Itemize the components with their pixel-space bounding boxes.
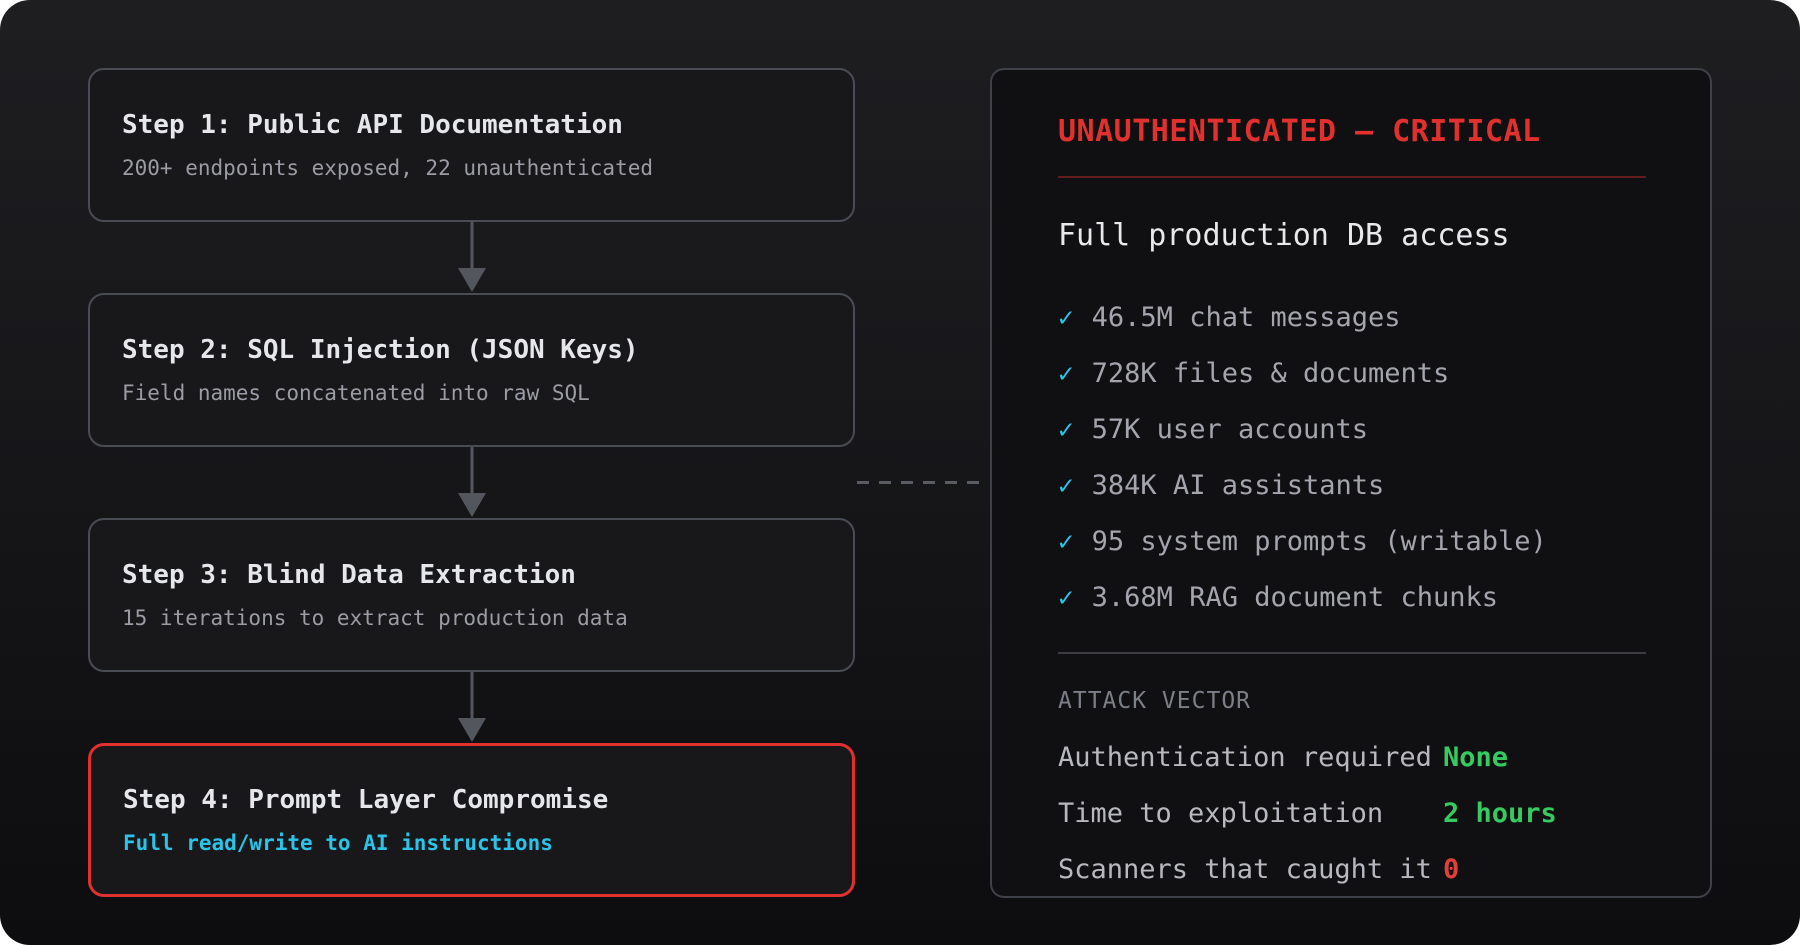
check-icon: ✓ xyxy=(1058,583,1074,613)
list-item: ✓ 46.5M chat messages xyxy=(1058,302,1646,333)
list-item-label: 3.68M RAG document chunks xyxy=(1091,582,1499,613)
step-title: Step 3: Blind Data Extraction xyxy=(122,560,576,590)
attack-vector-label: ATTACK VECTOR xyxy=(1058,688,1252,714)
stat-row: Scanners that caught it 0 xyxy=(1058,856,1646,884)
step-box-1: Step 1: Public API Documentation 200+ en… xyxy=(88,68,855,222)
dashed-connector-line xyxy=(857,481,989,484)
impact-heading: Full production DB access xyxy=(1058,218,1510,253)
step-title: Step 2: SQL Injection (JSON Keys) xyxy=(122,335,639,365)
check-icon: ✓ xyxy=(1058,527,1074,557)
attack-chain-flow: Step 1: Public API Documentation 200+ en… xyxy=(88,68,855,897)
check-icon: ✓ xyxy=(1058,471,1074,501)
arrow-down-icon xyxy=(457,672,486,742)
flow-connector xyxy=(88,672,855,743)
impact-detail-panel: UNAUTHENTICATED — CRITICAL Full producti… xyxy=(990,68,1712,898)
check-icon: ✓ xyxy=(1058,359,1074,389)
list-item-label: 728K files & documents xyxy=(1091,358,1450,389)
check-icon: ✓ xyxy=(1058,303,1074,333)
list-item-label: 57K user accounts xyxy=(1091,414,1368,445)
list-item-label: 95 system prompts (writable) xyxy=(1091,526,1547,557)
step-box-4-highlighted: Step 4: Prompt Layer Compromise Full rea… xyxy=(88,743,855,897)
list-item: ✓ 95 system prompts (writable) xyxy=(1058,526,1646,557)
step-title: Step 4: Prompt Layer Compromise xyxy=(123,785,609,815)
stat-value: None xyxy=(1443,742,1509,773)
stat-label: Authentication required xyxy=(1058,742,1432,773)
stat-label: Time to exploitation xyxy=(1058,798,1384,829)
step-subtitle: 15 iterations to extract production data xyxy=(122,606,628,630)
stat-row: Authentication required None xyxy=(1058,744,1646,772)
stat-value: 0 xyxy=(1443,854,1460,885)
stat-row: Time to exploitation 2 hours xyxy=(1058,800,1646,828)
list-item: ✓ 3.68M RAG document chunks xyxy=(1058,582,1646,613)
list-item: ✓ 384K AI assistants xyxy=(1058,470,1646,501)
list-item: ✓ 57K user accounts xyxy=(1058,414,1646,445)
step-subtitle: Full read/write to AI instructions xyxy=(123,831,553,855)
list-item-label: 46.5M chat messages xyxy=(1091,302,1401,333)
flow-connector xyxy=(88,447,855,518)
step-box-3: Step 3: Blind Data Extraction 15 iterati… xyxy=(88,518,855,672)
check-icon: ✓ xyxy=(1058,415,1074,445)
step-subtitle: Field names concatenated into raw SQL xyxy=(122,381,590,405)
compromised-data-list: ✓ 46.5M chat messages ✓ 728K files & doc… xyxy=(1058,302,1646,613)
severity-title: UNAUTHENTICATED — CRITICAL xyxy=(1058,114,1541,149)
arrow-down-icon xyxy=(457,222,486,292)
arrow-down-icon xyxy=(457,447,486,517)
stat-value: 2 hours xyxy=(1443,798,1557,829)
red-divider xyxy=(1058,176,1646,178)
gray-divider xyxy=(1058,652,1646,654)
list-item-label: 384K AI assistants xyxy=(1091,470,1385,501)
step-box-2: Step 2: SQL Injection (JSON Keys) Field … xyxy=(88,293,855,447)
flow-connector xyxy=(88,222,855,293)
list-item: ✓ 728K files & documents xyxy=(1058,358,1646,389)
stat-label: Scanners that caught it xyxy=(1058,854,1432,885)
step-subtitle: 200+ endpoints exposed, 22 unauthenticat… xyxy=(122,156,654,180)
attack-vector-stats: Authentication required None Time to exp… xyxy=(1058,744,1646,884)
step-title: Step 1: Public API Documentation xyxy=(122,110,623,140)
